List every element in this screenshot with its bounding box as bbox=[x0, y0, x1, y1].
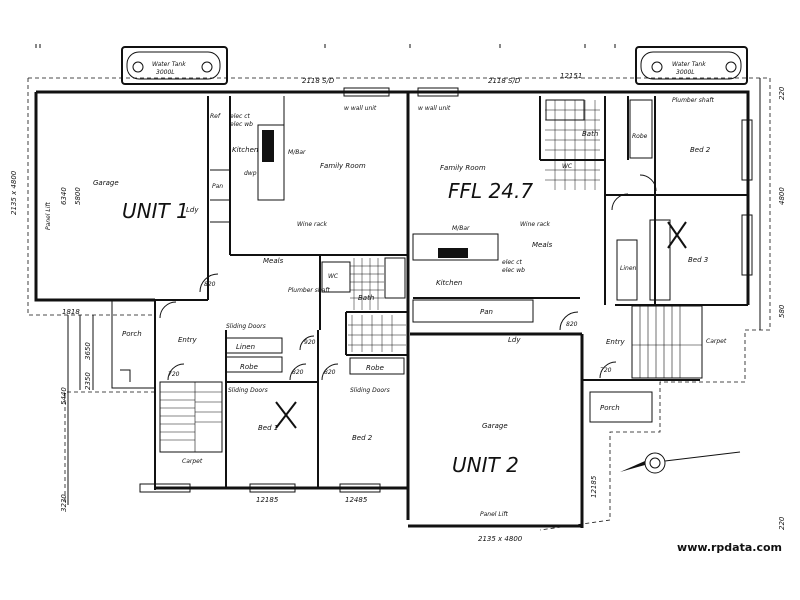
robe-2-label: Robe bbox=[366, 364, 384, 372]
linen-2-label: Linen bbox=[620, 265, 637, 272]
mbar-1-label: M/Bar bbox=[288, 149, 306, 156]
dim-12185-right: 12185 bbox=[590, 475, 598, 498]
dimension-labels: 2118 S/D 2118 S/D 12151 12185 12485 2135… bbox=[10, 72, 786, 543]
entry-1-label: Entry bbox=[178, 336, 197, 344]
dim-220-bottom: 220 bbox=[778, 516, 786, 530]
water-tank-cap-right: 3000L bbox=[676, 69, 695, 76]
bath-1-label: Bath bbox=[358, 294, 374, 302]
dim-3230: 3230 bbox=[60, 494, 68, 512]
watermark-label: www.rpdata.com bbox=[677, 541, 782, 554]
dim-1818: 1818 bbox=[62, 308, 80, 316]
ldy-1-label: Ldy bbox=[186, 206, 199, 214]
pan-2-label: Pan bbox=[480, 308, 493, 316]
bed-3-label: Bed 3 bbox=[688, 256, 708, 264]
pan-1-label: Pan bbox=[212, 183, 223, 190]
sliding-doors-3-label: Sliding Doors bbox=[350, 387, 390, 394]
plumber-shaft-1-label: Plumber shaft bbox=[288, 287, 331, 294]
carpet-2-label: Carpet bbox=[706, 338, 727, 345]
wine-rack-2-label: Wine rack bbox=[520, 221, 550, 228]
top-dimension-ticks bbox=[35, 44, 616, 48]
dim-720-door-2: 720 bbox=[600, 367, 612, 374]
dim-820-door-3: 820 bbox=[324, 369, 336, 376]
dwp-label: dwp bbox=[244, 170, 257, 177]
unit-1-walls bbox=[34, 87, 410, 520]
water-tank-right: Water Tank 3000L bbox=[635, 46, 748, 85]
water-tank-cap-left: 3000L bbox=[156, 69, 175, 76]
garage-1-label: Garage bbox=[93, 179, 119, 187]
dim-2118-sd-2: 2118 S/D bbox=[488, 77, 521, 85]
elec-ct-label: elec ct bbox=[230, 113, 251, 120]
water-tank-label-right: Water Tank bbox=[672, 61, 706, 68]
ref-label: Ref bbox=[210, 113, 221, 120]
sliding-doors-2-label: Sliding Doors bbox=[228, 387, 268, 394]
dim-580: 580 bbox=[778, 304, 786, 318]
dim-820-door: 820 bbox=[204, 281, 216, 288]
dim-5440: 5440 bbox=[60, 387, 68, 405]
bed-1-label: Bed 1 bbox=[258, 424, 278, 432]
carpet-1-label: Carpet bbox=[182, 458, 203, 465]
north-arrow-icon bbox=[620, 451, 741, 474]
dim-820-door-4: 820 bbox=[566, 321, 578, 328]
plumber-shaft-2-label: Plumber shaft bbox=[672, 97, 715, 104]
dim-220-top: 220 bbox=[778, 86, 786, 100]
robe-1-label: Robe bbox=[240, 363, 258, 371]
plan-labels: UNIT 1 UNIT 2 FFL 24.7 Garage Garage Fam… bbox=[45, 97, 727, 518]
kitchen-1-label: Kitchen bbox=[232, 146, 258, 154]
water-tank-label-left: Water Tank bbox=[152, 61, 186, 68]
elec-ct-2-label: elec ct bbox=[502, 259, 523, 266]
dim-820-door-2: 820 bbox=[292, 369, 304, 376]
dim-5800: 5800 bbox=[74, 187, 82, 205]
kitchen-2-label: Kitchen bbox=[436, 279, 462, 287]
wall-unit-1-label: w wall unit bbox=[344, 105, 377, 112]
bed-2-unit2-label: Bed 2 bbox=[690, 146, 711, 154]
unit-2-label: UNIT 2 bbox=[452, 453, 519, 477]
water-tank-left: Water Tank 3000L bbox=[121, 46, 228, 85]
bed-2-unit1-label: Bed 2 bbox=[352, 434, 373, 442]
dim-2118-sd-1: 2118 S/D bbox=[302, 77, 335, 85]
garage-2-label: Garage bbox=[482, 422, 508, 430]
wall-unit-2-label: w wall unit bbox=[418, 105, 451, 112]
family-room-1-label: Family Room bbox=[320, 162, 366, 170]
elec-wb-2-label: elec wb bbox=[502, 267, 525, 274]
family-room-2-label: Family Room bbox=[440, 164, 486, 172]
ldy-2-label: Ldy bbox=[508, 336, 521, 344]
robe-3-label: Robe bbox=[632, 133, 648, 140]
porch-1-label: Porch bbox=[122, 330, 142, 338]
panel-lift-2-label: Panel Lift bbox=[480, 511, 508, 518]
wine-rack-1-label: Wine rack bbox=[297, 221, 327, 228]
dim-920-door: 920 bbox=[304, 339, 316, 346]
mbar-2-label: M/Bar bbox=[452, 225, 470, 232]
ffl-label: FFL 24.7 bbox=[448, 179, 533, 203]
wc-1-label: WC bbox=[328, 273, 339, 280]
entry-2-label: Entry bbox=[606, 338, 625, 346]
panel-lift-1-label: Panel Lift bbox=[45, 202, 52, 230]
unit-1-label: UNIT 1 bbox=[122, 199, 189, 223]
dim-3650: 3650 bbox=[84, 342, 92, 360]
linen-1-label: Linen bbox=[236, 343, 255, 351]
dim-4800: 4800 bbox=[778, 187, 786, 205]
bath-2-label: Bath bbox=[582, 130, 598, 138]
dim-2135-4800-2: 2135 x 4800 bbox=[478, 535, 523, 543]
dim-720-door: 720 bbox=[168, 371, 180, 378]
side-dimension-lines bbox=[67, 78, 761, 505]
porch-2-label: Porch bbox=[600, 404, 620, 412]
meals-1-label: Meals bbox=[263, 257, 284, 265]
dim-2135-4800-1: 2135 x 4800 bbox=[10, 170, 18, 215]
meals-2-label: Meals bbox=[532, 241, 553, 249]
elec-wb-label: elec wb bbox=[230, 121, 253, 128]
dim-1215: 12151 bbox=[560, 72, 582, 80]
dim-6340: 6340 bbox=[60, 187, 68, 205]
wc-2-label: WC bbox=[562, 163, 573, 170]
dim-2350: 2350 bbox=[84, 372, 92, 390]
unit-2-walls bbox=[408, 87, 753, 528]
sliding-doors-1-label: Sliding Doors bbox=[226, 323, 266, 330]
dim-12185: 12185 bbox=[256, 496, 279, 504]
dim-12485: 12485 bbox=[345, 496, 368, 504]
